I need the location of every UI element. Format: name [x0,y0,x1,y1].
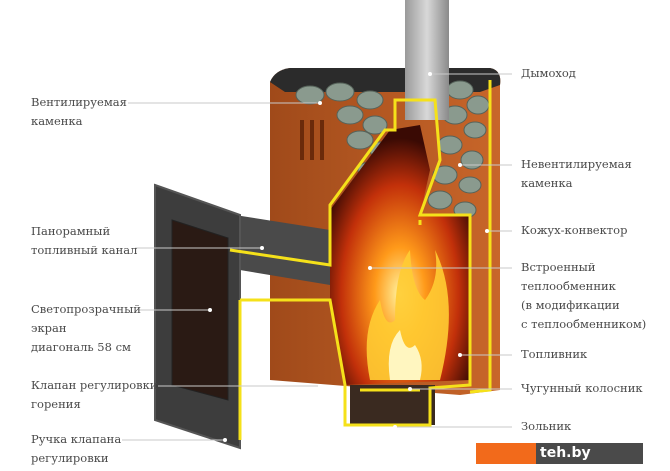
label-line: каменка [31,114,83,128]
label-line: Светопрозрачный [31,302,141,316]
label-line: Встроенный [521,260,596,274]
label-line: Дымоход [521,66,576,80]
label-line: Ручка клапана [31,432,122,446]
watermark-logo-block [476,443,536,464]
label-line: с теплообменником) [521,317,647,331]
label-line: Клапан регулировки [31,378,158,392]
label-ventilated-heater: Вентилируемая каменка [31,93,127,131]
label-line: горения [31,397,81,411]
label-chimney: Дымоход [521,64,576,83]
leader-lines [122,73,512,441]
label-line: теплообменник [521,279,616,293]
label-line: топливный канал [31,243,138,257]
label-combustion-valve: Клапан регулировки горения [31,376,157,414]
label-line: Топливник [521,347,588,361]
leader-dots [208,72,489,442]
chimney-pipe [405,0,449,120]
label-line: (в модификации [521,298,620,312]
label-valve-handle: Ручка клапана регулировки [31,430,121,468]
label-line: диагональ 58 см [31,340,131,354]
label-line: Зольник [521,419,572,433]
label-line: Панорамный [31,224,111,238]
label-line: Кожух-конвектор [521,223,628,237]
label-closed-heater: Невентилируемая каменка [521,155,632,193]
watermark-text: teh.by [536,443,643,464]
label-line: экран [31,321,67,335]
label-fuel-channel: Панорамный топливный канал [31,222,137,260]
label-line: регулировки [31,451,109,465]
label-line: Невентилируемая [521,157,632,171]
watermark: teh.by [476,443,643,464]
label-convector-casing: Кожух-конвектор [521,221,627,240]
ash-pan [350,385,435,425]
label-heat-exchanger: Встроенный теплообменник (в модификации с т… [521,258,646,334]
label-line: Вентилируемая [31,95,127,109]
label-line: Чугунный колосник [521,381,643,395]
label-cast-iron-grate: Чугунный колосник [521,379,643,398]
label-firebox: Топливник [521,345,587,364]
label-glass-screen: Светопрозрачный экран диагональ 58 см [31,300,141,357]
label-line: каменка [521,176,573,190]
label-ash-pan: Зольник [521,417,571,436]
